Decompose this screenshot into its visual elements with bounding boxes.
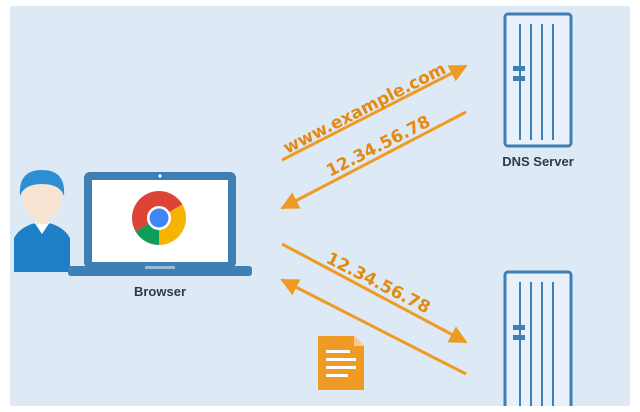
diagram-panel: DNS Server	[10, 6, 630, 406]
query-arrow	[281, 64, 468, 162]
document-icon	[318, 336, 364, 390]
web-server-icon	[503, 270, 573, 406]
browser-label: Browser	[134, 284, 186, 299]
user-avatar-icon	[14, 170, 70, 272]
reply-arrow	[280, 110, 467, 210]
dns-server-icon	[503, 12, 573, 148]
chrome-icon	[131, 191, 187, 245]
dns-diagram: DNS Server	[14, 12, 574, 406]
request-arrow	[281, 242, 468, 344]
response-arrow	[280, 278, 467, 376]
dns-server-label: DNS Server	[502, 154, 574, 169]
